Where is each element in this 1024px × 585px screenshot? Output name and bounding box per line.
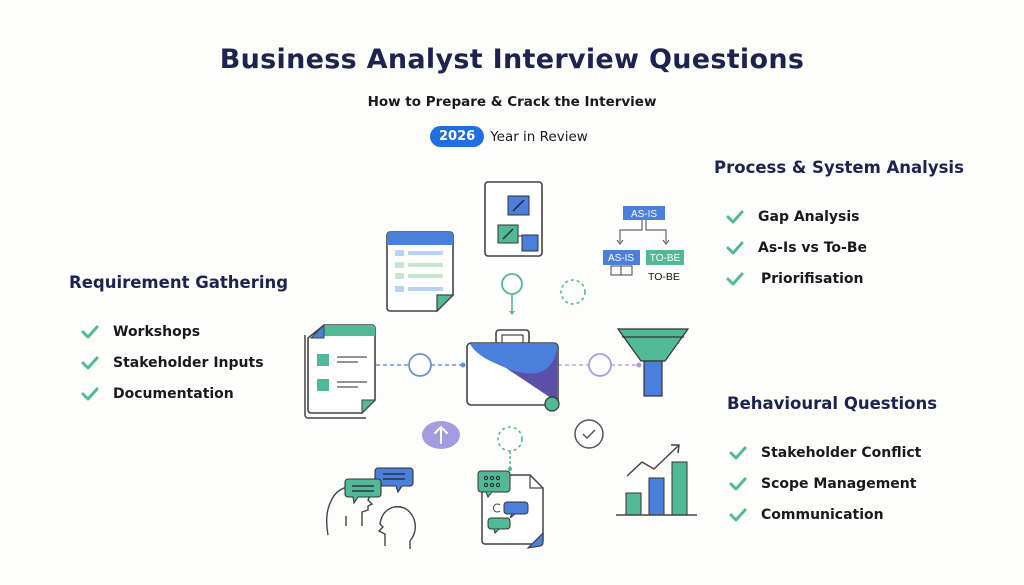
section-title: Process & System Analysis bbox=[714, 158, 964, 177]
list-item: Documentation bbox=[81, 378, 288, 409]
list-item: Communication bbox=[729, 499, 937, 530]
checkmark-icon bbox=[729, 508, 747, 521]
to-be-box-label: TO-BE bbox=[650, 253, 681, 264]
requirement-list: Workshops Stakeholder Inputs Documentati… bbox=[81, 316, 288, 409]
bar-chart-icon bbox=[616, 444, 697, 516]
as-is-bottom-label: AS-IS bbox=[608, 253, 634, 264]
list-item: Scope Management bbox=[729, 468, 937, 499]
chat-people-icon bbox=[325, 467, 417, 549]
item-label: Communication bbox=[761, 506, 884, 523]
list-item: Workshops bbox=[81, 316, 288, 347]
upload-arrow-icon bbox=[422, 421, 460, 449]
list-item: As-Is vs To-Be bbox=[726, 232, 964, 263]
flowchart-icon bbox=[484, 181, 543, 257]
document-icon bbox=[304, 323, 377, 419]
checkmark-icon bbox=[81, 387, 99, 400]
list-item: Stakeholder Inputs bbox=[81, 347, 288, 378]
behavioural-list: Stakeholder Conflict Scope Management Co… bbox=[729, 437, 937, 530]
section-title: Requirement Gathering bbox=[69, 273, 289, 292]
item-label: Scope Management bbox=[761, 475, 917, 492]
checkmark-icon bbox=[726, 272, 744, 285]
spreadsheet-icon bbox=[386, 231, 455, 313]
year-badge: 2026 bbox=[430, 126, 485, 147]
section-behavioural-questions: Behavioural Questions Stakeholder Confli… bbox=[727, 394, 937, 530]
briefcase-icon bbox=[466, 329, 560, 412]
checkmark-icon bbox=[726, 241, 744, 254]
year-row: 2026 Year in Review bbox=[430, 126, 588, 147]
item-label: Workshops bbox=[113, 323, 201, 340]
checkmark-icon bbox=[729, 446, 747, 459]
item-label: Stakeholder Inputs bbox=[113, 354, 264, 371]
checkmark-icon bbox=[81, 356, 99, 369]
checkmark-icon bbox=[729, 477, 747, 490]
page-subtitle: How to Prepare & Crack the Interview bbox=[367, 94, 657, 110]
year-text: Year in Review bbox=[490, 128, 588, 145]
list-item: Priorifisation bbox=[726, 263, 964, 294]
item-label: Stakeholder Conflict bbox=[761, 444, 922, 461]
section-title: Behavioural Questions bbox=[727, 394, 938, 413]
funnel-icon bbox=[616, 328, 690, 397]
item-label: Priorifisation bbox=[761, 270, 864, 287]
checkmark-icon bbox=[726, 210, 744, 223]
as-is-to-be-diagram: AS-IS AS-IS TO-BE TO-BE bbox=[603, 206, 684, 283]
chat-document-icon bbox=[477, 470, 544, 549]
as-is-top-label: AS-IS bbox=[631, 209, 657, 220]
checkmark-icon bbox=[81, 325, 99, 338]
item-label: Documentation bbox=[113, 385, 234, 402]
list-item: Gap Analysis bbox=[726, 201, 964, 232]
check-circle-icon bbox=[574, 419, 604, 449]
to-be-label: TO-BE bbox=[648, 271, 680, 283]
item-label: Gap Analysis bbox=[758, 208, 860, 225]
section-process-system-analysis: Process & System Analysis Gap Analysis A… bbox=[714, 158, 964, 294]
list-item: Stakeholder Conflict bbox=[729, 437, 937, 468]
item-label: As-Is vs To-Be bbox=[758, 239, 868, 256]
section-requirement-gathering: Requirement Gathering Workshops Stakehol… bbox=[69, 273, 288, 409]
process-list: Gap Analysis As-Is vs To-Be Priorifisati… bbox=[726, 201, 964, 294]
page-title: Business Analyst Interview Questions bbox=[219, 44, 805, 75]
